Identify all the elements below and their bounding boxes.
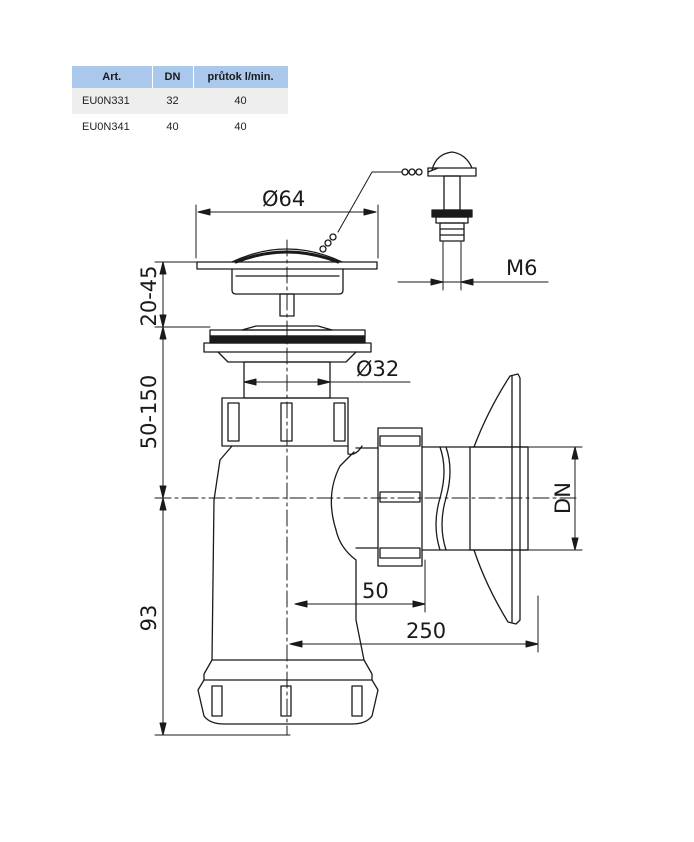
outlet-pipe	[421, 446, 529, 551]
dim-diameter-top: Ø64	[262, 187, 305, 211]
dim-thread: M6	[506, 256, 537, 280]
cell-art: EU0N331	[72, 88, 152, 114]
bottom-cap	[197, 679, 379, 725]
cell-art: EU0N341	[72, 114, 152, 140]
outlet-nut	[355, 427, 423, 567]
header-art: Art.	[72, 66, 153, 88]
dimension-lines	[154, 171, 583, 736]
table-header-row: Art. DN průtok l/min.	[72, 66, 289, 88]
dim-outlet-size: DN	[551, 482, 575, 514]
strainer-plug	[196, 233, 378, 317]
cell-dn: 32	[152, 88, 193, 114]
spec-table: Art. DN průtok l/min. EU0N331 32 40 EU0N…	[72, 66, 289, 140]
cell-dn: 40	[152, 114, 193, 140]
cell-flow: 40	[193, 88, 288, 114]
dim-range-middle: 50-150	[137, 375, 161, 449]
waste-flange	[203, 325, 372, 399]
dim-height-lower: 93	[137, 605, 161, 632]
header-flow: průtok l/min.	[193, 66, 289, 88]
table-row: EU0N341 40 40	[72, 114, 288, 140]
dim-total-length: 250	[406, 619, 446, 643]
wall-rosette	[473, 373, 521, 625]
bottle-body	[203, 445, 373, 681]
header-dn: DN	[152, 66, 194, 88]
table-row: EU0N331 32 40	[72, 88, 288, 114]
stopper-detail	[401, 151, 477, 242]
dim-outlet-offset: 50	[362, 579, 389, 603]
dim-diameter-pipe: Ø32	[356, 357, 399, 381]
dim-range-upper: 20-45	[137, 265, 161, 326]
cell-flow: 40	[193, 114, 288, 140]
upper-nut	[221, 397, 363, 455]
